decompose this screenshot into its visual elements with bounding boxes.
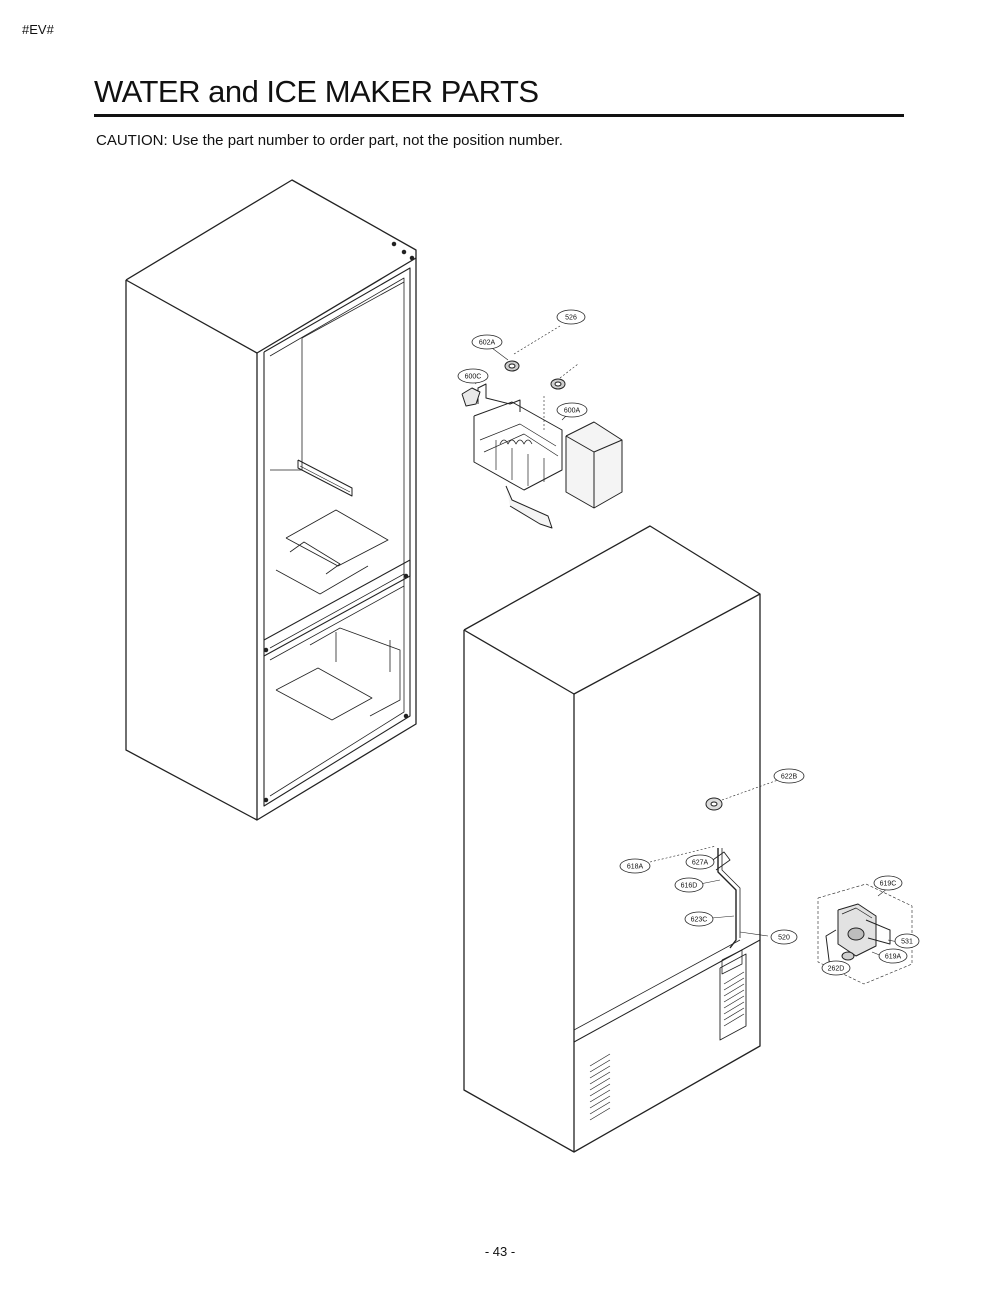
- svg-text:623C: 623C: [691, 917, 708, 924]
- callout-619a: 619A: [878, 948, 908, 964]
- svg-text:262D: 262D: [828, 966, 845, 973]
- callout-600a: 600A: [556, 402, 588, 418]
- callout-labels: 526 602A 600C 600A 622B 618A 627A 616D: [457, 309, 920, 976]
- svg-text:526: 526: [565, 315, 577, 322]
- callout-526: 526: [556, 309, 586, 325]
- callout-622b: 622B: [773, 768, 805, 784]
- svg-text:627A: 627A: [692, 860, 709, 867]
- water-valve-detail: [817, 883, 913, 985]
- callout-618a: 618A: [619, 858, 651, 874]
- callout-600c: 600C: [457, 368, 489, 384]
- svg-text:600A: 600A: [564, 408, 581, 415]
- ice-maker-assembly: [461, 325, 623, 529]
- header-code: #EV#: [22, 22, 54, 37]
- page-title: WATER and ICE MAKER PARTS: [94, 74, 539, 109]
- svg-text:600C: 600C: [465, 374, 482, 381]
- title-divider: [94, 114, 904, 117]
- svg-text:618A: 618A: [627, 864, 644, 871]
- cabinet-liner: [125, 179, 417, 821]
- callout-262d: 262D: [821, 960, 851, 976]
- page-number: - 43 -: [484, 1244, 516, 1259]
- svg-text:619C: 619C: [880, 881, 897, 888]
- callout-531: 531: [894, 933, 920, 949]
- callout-616d: 616D: [674, 877, 704, 893]
- svg-text:520: 520: [778, 935, 790, 942]
- caution-note: CAUTION: Use the part number to order pa…: [96, 132, 563, 149]
- callout-627a: 627A: [685, 854, 715, 870]
- svg-text:619A: 619A: [885, 954, 902, 961]
- rear-cabinet: [463, 525, 779, 1153]
- callout-623c: 623C: [684, 911, 714, 927]
- svg-text:622B: 622B: [781, 774, 798, 781]
- svg-text:602A: 602A: [479, 340, 496, 347]
- svg-text:531: 531: [901, 939, 913, 946]
- callout-619c: 619C: [873, 875, 903, 891]
- callout-602a: 602A: [471, 334, 503, 350]
- svg-text:616D: 616D: [681, 883, 698, 890]
- callout-520: 520: [770, 929, 798, 945]
